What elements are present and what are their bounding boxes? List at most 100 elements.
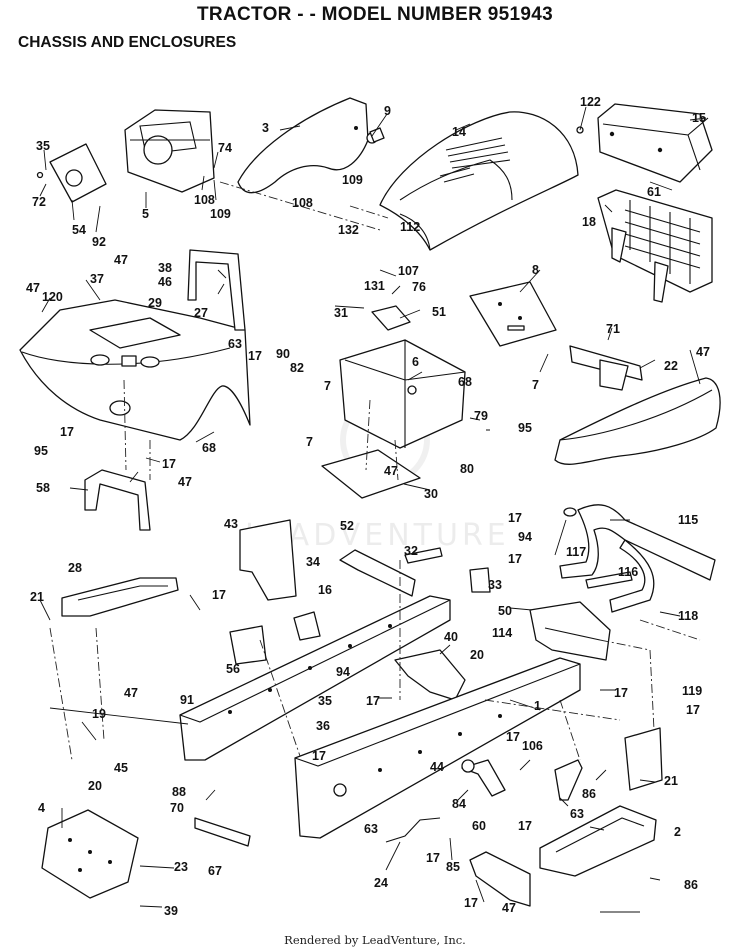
- callout-45: 45: [114, 761, 128, 775]
- callout-17: 17: [508, 552, 522, 566]
- callout-17: 17: [248, 349, 262, 363]
- callout-7: 7: [306, 435, 313, 449]
- bracket-29: [187, 249, 246, 331]
- seat-pan-24: [539, 805, 657, 877]
- hood-14: [379, 111, 579, 251]
- callout-30: 30: [424, 487, 438, 501]
- callout-108: 108: [292, 196, 313, 210]
- bracket-85: [194, 817, 251, 847]
- callout-28: 28: [68, 561, 82, 575]
- page-title: TRACTOR - - MODEL NUMBER 951943: [197, 4, 553, 25]
- callout-17: 17: [614, 686, 628, 700]
- dash-tower-6: [339, 305, 466, 449]
- callout-35: 35: [36, 139, 50, 153]
- rod-67: [385, 817, 441, 843]
- footer-credit: Rendered by LeadVenture, Inc.: [284, 933, 466, 947]
- callout-5: 5: [142, 207, 149, 221]
- callout-6: 6: [412, 355, 419, 369]
- callout-17: 17: [212, 588, 226, 602]
- callout-35: 35: [318, 694, 332, 708]
- lever-84: [554, 759, 583, 801]
- callout-46: 46: [158, 275, 172, 289]
- page-subtitle: CHASSIS AND ENCLOSURES: [18, 34, 237, 51]
- callout-54: 54: [72, 223, 86, 237]
- callout-40: 40: [444, 630, 458, 644]
- bracket-50: [529, 601, 611, 661]
- callout-37: 37: [90, 272, 104, 286]
- bracket-34: [339, 549, 416, 597]
- callout-18: 18: [582, 215, 596, 229]
- callout-72: 72: [32, 195, 46, 209]
- callout-115: 115: [678, 513, 698, 527]
- callout-68: 68: [202, 441, 216, 455]
- bumper-22: [554, 377, 721, 465]
- handle-70: [461, 759, 506, 797]
- part-33: [469, 567, 491, 593]
- callout-112: 112: [400, 220, 420, 234]
- callout-3: 3: [262, 121, 269, 135]
- callout-21: 21: [664, 774, 678, 788]
- side-panel-3: [237, 97, 385, 194]
- callout-116: 116: [618, 565, 638, 579]
- bracket-71: [569, 345, 643, 391]
- plate-2: [41, 809, 139, 899]
- callout-14: 14: [452, 125, 466, 139]
- callout-67: 67: [208, 864, 222, 878]
- callout-36: 36: [316, 719, 330, 733]
- callout-43: 43: [224, 517, 238, 531]
- callout-17: 17: [312, 749, 326, 763]
- callout-7: 7: [324, 379, 331, 393]
- callout-33: 33: [488, 578, 502, 592]
- callout-90: 90: [276, 347, 290, 361]
- callout-95: 95: [34, 444, 48, 458]
- callout-107: 107: [398, 264, 419, 278]
- bumper-cap-15: [576, 103, 713, 183]
- callout-58: 58: [36, 481, 50, 495]
- bracket-39: [469, 851, 531, 907]
- callout-22: 22: [664, 359, 678, 373]
- callout-44: 44: [430, 760, 444, 774]
- callout-24: 24: [374, 876, 388, 890]
- callout-88: 88: [172, 785, 186, 799]
- callout-8: 8: [532, 263, 539, 277]
- callout-63: 63: [364, 822, 378, 836]
- callout-17: 17: [162, 457, 176, 471]
- callout-17: 17: [518, 819, 532, 833]
- bracket-40: [394, 649, 466, 701]
- plate-92: [36, 143, 107, 203]
- callout-19: 19: [92, 707, 106, 721]
- callout-51: 51: [432, 305, 446, 319]
- callout-63: 63: [228, 337, 242, 351]
- callout-47: 47: [26, 281, 40, 295]
- fender-37: [19, 299, 251, 441]
- callout-29: 29: [148, 296, 162, 310]
- callout-52: 52: [340, 519, 354, 533]
- callout-95: 95: [518, 421, 532, 435]
- grille-18: [597, 189, 713, 303]
- callout-20: 20: [470, 648, 484, 662]
- callout-119: 119: [682, 684, 702, 698]
- callout-20: 20: [88, 779, 102, 793]
- callout-71: 71: [606, 322, 620, 336]
- callout-47: 47: [502, 901, 516, 915]
- frame-rail-1: [294, 657, 581, 839]
- callout-117: 117: [566, 545, 586, 559]
- callout-34: 34: [306, 555, 320, 569]
- callout-61: 61: [647, 185, 661, 199]
- callout-47: 47: [178, 475, 192, 489]
- callout-109: 109: [210, 207, 231, 221]
- callout-94: 94: [336, 665, 350, 679]
- seat-pan-28: [61, 577, 179, 617]
- dash-console-5: [124, 109, 215, 193]
- callout-2: 2: [674, 825, 681, 839]
- callout-16: 16: [318, 583, 332, 597]
- callout-76: 76: [412, 280, 426, 294]
- callout-108: 108: [194, 193, 215, 207]
- callout-131: 131: [364, 279, 385, 293]
- part-16: [293, 611, 321, 641]
- bracket-58: [84, 469, 151, 531]
- callout-17: 17: [60, 425, 74, 439]
- callout-109: 109: [342, 173, 363, 187]
- callout-47: 47: [696, 345, 710, 359]
